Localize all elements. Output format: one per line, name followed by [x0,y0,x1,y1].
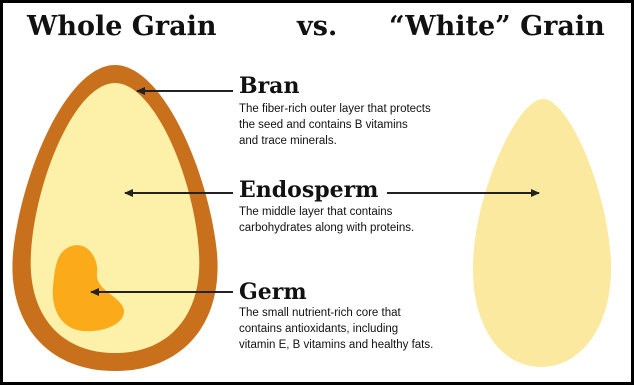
endosperm-description: The middle layer that contains carbohydr… [239,204,469,236]
endosperm-label: Endosperm [239,179,378,201]
germ-description: The small nutrient-rich core that contai… [239,305,479,353]
germ-label: Germ [239,281,307,303]
white-grain-endosperm [473,99,611,367]
bran-description: The fiber-rich outer layer that protects… [239,101,479,149]
bran-label: Bran [239,75,299,97]
